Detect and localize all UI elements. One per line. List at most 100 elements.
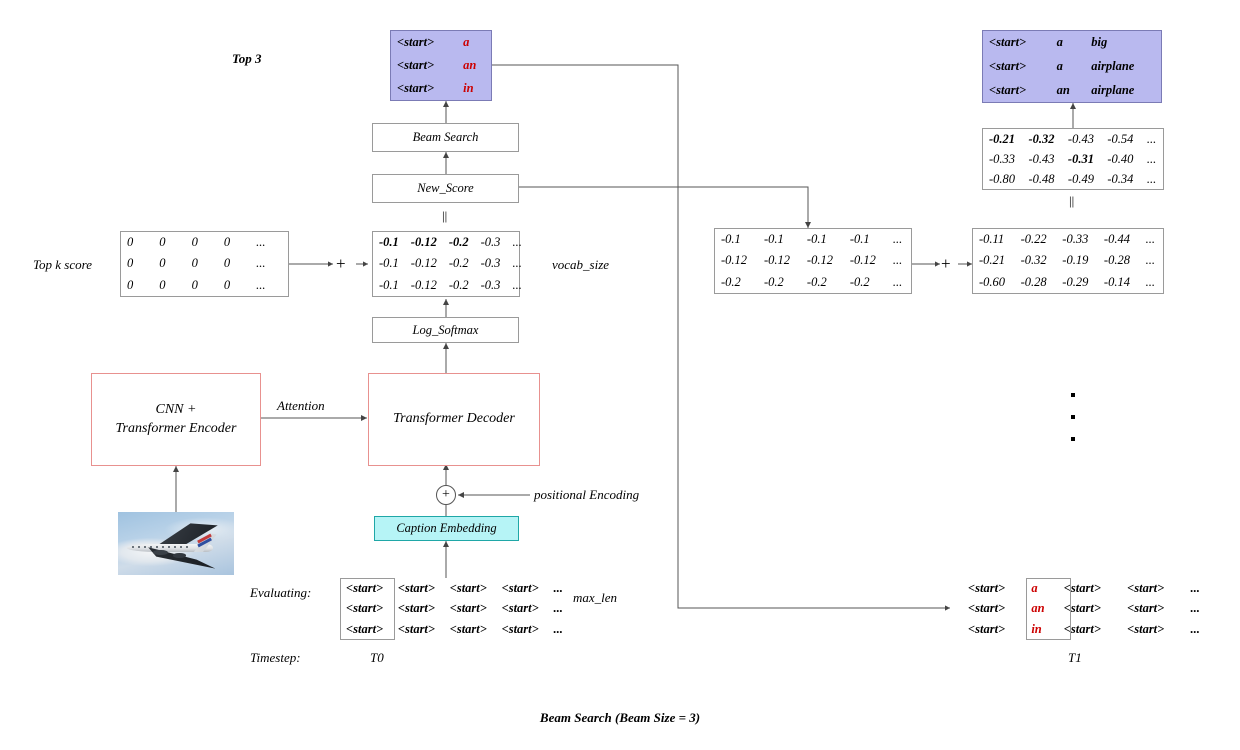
seq-token: <start> (449, 601, 487, 616)
matrix-cell: ... (512, 277, 522, 292)
equals-sign-center: || (442, 208, 448, 223)
seq-token: <start> (397, 622, 436, 637)
matrix-cell: -0.33 (989, 151, 1016, 166)
matrix-cell: ... (512, 235, 522, 250)
timestep-t1-value: T1 (1068, 650, 1082, 665)
matrix-cell: -0.32 (1028, 131, 1055, 146)
matrix-cell: -0.12 (410, 256, 437, 271)
seq-token: <start> (1127, 580, 1165, 595)
matrix-cell: -0.11 (979, 232, 1005, 247)
table-row: -0.21 -0.32 -0.19 -0.28 ... (973, 250, 1163, 271)
current-timestep-highlight-t0 (340, 578, 395, 640)
seq-token: <start> (397, 580, 436, 595)
table-row: <start> <start> <start> <start> ... (340, 599, 570, 620)
seq-token: ... (1190, 601, 1200, 616)
current-timestep-highlight-t1 (1026, 578, 1071, 640)
eval-sequence-t0: <start> <start> <start> <start> ... <sta… (340, 578, 570, 640)
matrix-cell: -0.49 (1067, 171, 1094, 186)
table-row: -0.21 -0.32 -0.43 -0.54 ... (983, 129, 1163, 149)
figure-caption: Beam Search (Beam Size = 3) (539, 710, 701, 725)
table-row: <start> a big (983, 31, 1161, 55)
seq-token: <start> (1063, 580, 1101, 595)
beam-token: an (463, 58, 477, 72)
matrix-cell: -0.60 (979, 274, 1006, 289)
caption-embedding-block[interactable]: Caption Embedding (374, 516, 519, 541)
beam-token: <start> (397, 35, 435, 49)
timestep-t0-value: T0 (370, 650, 384, 665)
matrix-cell: 0 (223, 256, 231, 271)
table-row: 0 0 0 0 ... (121, 232, 288, 253)
beam-token: big (1091, 35, 1108, 50)
matrix-cell: 0 (223, 235, 231, 250)
matrix-cell: ... (1145, 274, 1155, 289)
matrix-cell: -0.12 (806, 253, 833, 268)
new-score-block[interactable]: New_Score (372, 174, 519, 203)
matrix-cell: -0.43 (1067, 131, 1094, 146)
matrix-cell: -0.40 (1107, 151, 1134, 166)
table-row: -0.1 -0.1 -0.1 -0.1 ... (715, 229, 911, 250)
table-row: -0.1 -0.12 -0.2 -0.3 ... (373, 253, 528, 274)
table-row: <start> a airplane (983, 55, 1161, 79)
matrix-cell: -0.80 (989, 171, 1016, 186)
beam-token: in (463, 81, 474, 95)
seq-token: <start> (449, 580, 487, 595)
beam-search-block[interactable]: Beam Search (372, 123, 519, 152)
topk-score-matrix-t1-grid: -0.1 -0.1 -0.1 -0.1 ... -0.12 -0.12 -0.1… (715, 229, 911, 293)
beam-token: an (1056, 82, 1070, 97)
seq-token: a (1031, 580, 1038, 595)
top3-beams-t1-box: <start> a big <start> a airplane <start>… (982, 30, 1162, 103)
matrix-cell: -0.3 (480, 256, 501, 271)
plus-sign-t1: + (941, 254, 951, 273)
top3-beams-t0-box: <start> a <start> an <start> in (390, 30, 492, 101)
seq-token: <start> (968, 580, 1006, 595)
matrix-cell: -0.1 (806, 232, 827, 247)
log-softmax-block[interactable]: Log_Softmax (372, 317, 519, 343)
beam-token: <start> (989, 82, 1027, 97)
seq-token: ... (1190, 622, 1200, 637)
matrix-cell: -0.2 (763, 274, 784, 289)
beam-token: <start> (989, 58, 1027, 73)
table-row: -0.11 -0.22 -0.33 -0.44 ... (973, 229, 1163, 250)
matrix-cell: -0.31 (1067, 151, 1094, 166)
log-softmax-matrix-t1: -0.11 -0.22 -0.33 -0.44 ... -0.21 -0.32 … (972, 228, 1164, 294)
table-row: -0.2 -0.2 -0.2 -0.2 ... (715, 272, 911, 293)
seq-token: <start> (1127, 622, 1165, 637)
transformer-decoder-block[interactable]: Transformer Decoder (368, 373, 540, 466)
matrix-cell: -0.1 (379, 256, 399, 271)
matrix-cell: ... (256, 235, 266, 250)
matrix-cell: 0 (127, 235, 134, 250)
table-row: <start> in (391, 77, 491, 100)
matrix-cell: 0 (159, 256, 166, 271)
beam-token: airplane (1091, 82, 1135, 97)
matrix-cell: -0.2 (806, 274, 827, 289)
matrix-cell: -0.2 (448, 256, 469, 271)
plus-sign-t0: + (336, 254, 346, 273)
top3-beams-t1-grid: <start> a big <start> a airplane <start>… (983, 31, 1161, 102)
matrix-cell: -0.1 (379, 277, 399, 292)
new-score-matrix-t0-grid: -0.1 -0.12 -0.2 -0.3 ... -0.1 -0.12 -0.2… (373, 232, 528, 296)
table-row: <start> a (391, 31, 491, 54)
seq-token: <start> (968, 622, 1006, 637)
matrix-cell: ... (256, 256, 266, 271)
eval-sequence-t1: <start> a <start> <start> ... <start> an… (962, 578, 1212, 640)
evaluating-label: Evaluating: (250, 585, 312, 600)
matrix-cell: ... (892, 274, 903, 289)
add-positional-encoding-icon: + (436, 485, 456, 505)
matrix-cell: -0.2 (448, 277, 469, 292)
timestep-label: Timestep: (250, 650, 301, 665)
matrix-cell: 0 (159, 235, 166, 250)
matrix-cell: -0.2 (721, 274, 741, 289)
matrix-cell: -0.2 (849, 274, 870, 289)
table-row: -0.1 -0.12 -0.2 -0.3 ... (373, 275, 528, 296)
seq-token: <start> (501, 580, 539, 595)
table-row: <start> in <start> <start> ... (962, 619, 1212, 640)
seq-token: ... (553, 601, 563, 616)
seq-token: <start> (397, 601, 436, 616)
beam-token: <start> (989, 35, 1027, 50)
matrix-cell: -0.3 (480, 235, 501, 250)
matrix-cell: -0.12 (410, 277, 437, 292)
cnn-transformer-encoder-block[interactable]: CNN + Transformer Encoder (91, 373, 261, 466)
top3-beams-t0-grid: <start> a <start> an <start> in (391, 31, 491, 100)
matrix-cell: -0.44 (1103, 232, 1130, 247)
table-row: <start> an <start> <start> ... (962, 599, 1212, 620)
